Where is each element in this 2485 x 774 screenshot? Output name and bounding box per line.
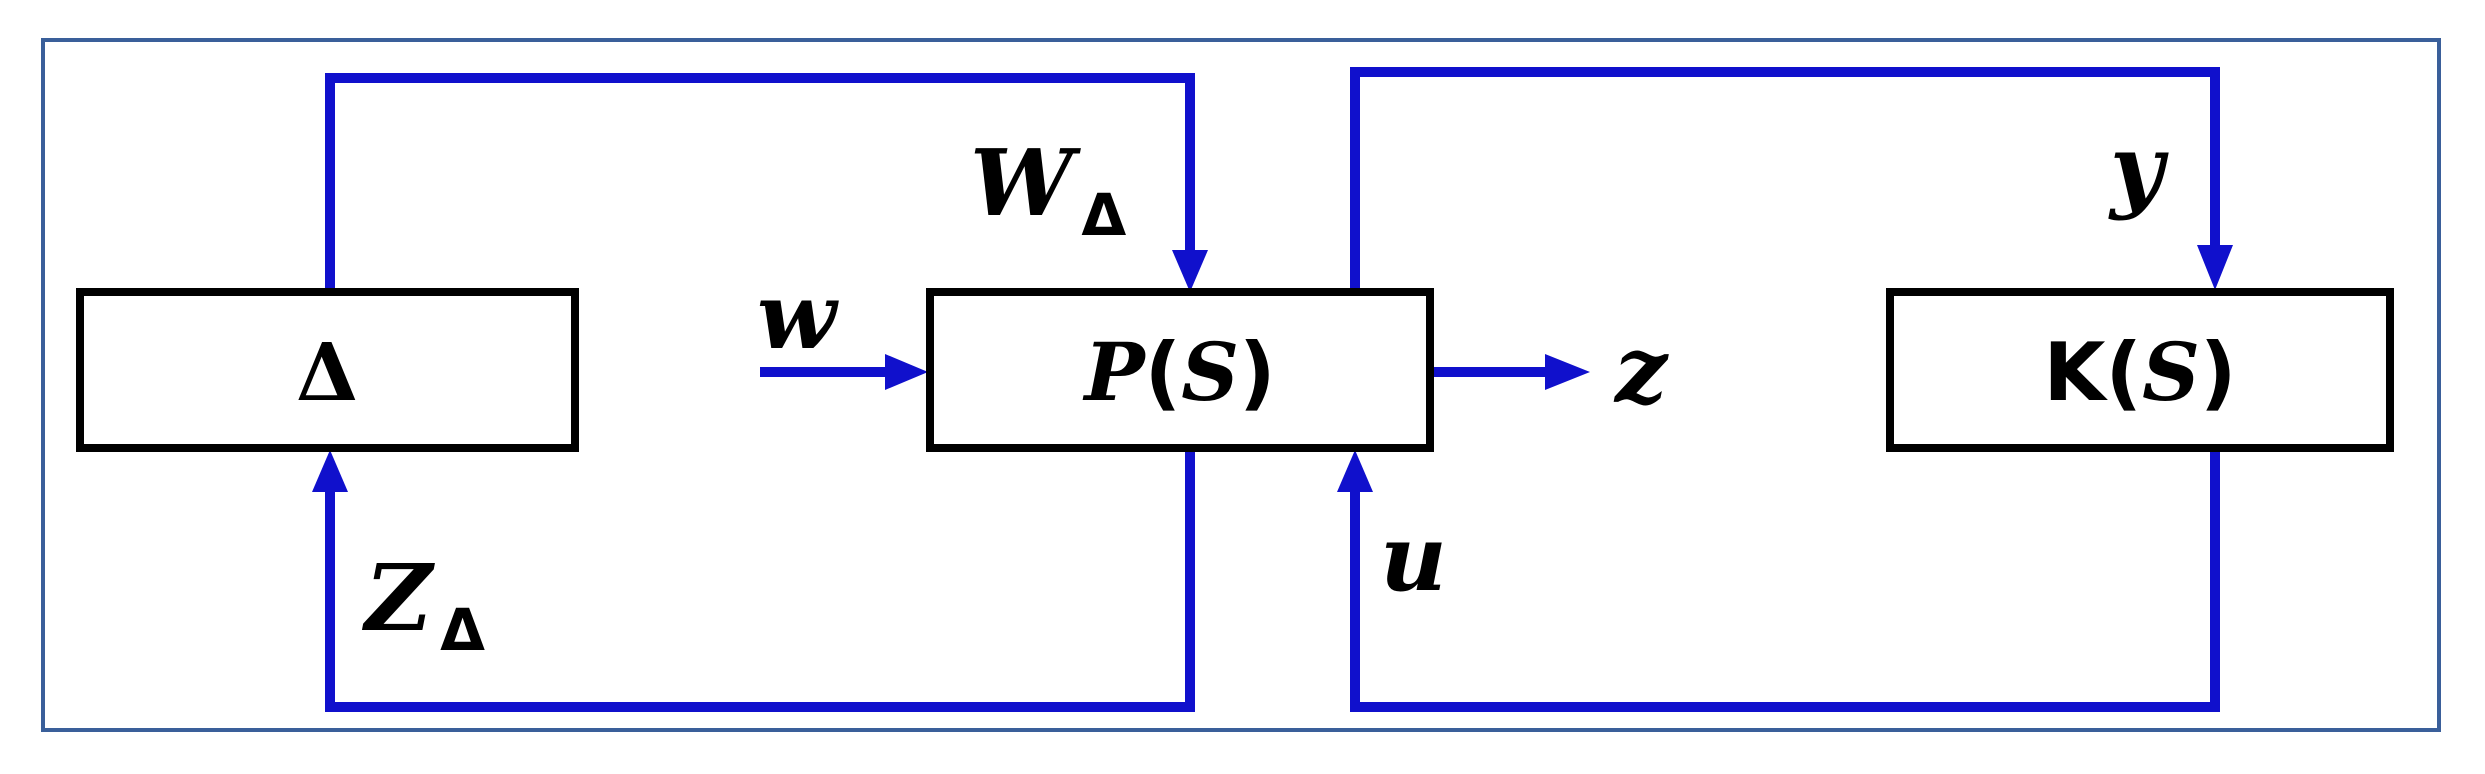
label-w: w — [757, 262, 839, 370]
controller-symbol: K — [2044, 326, 2109, 419]
wire-w-delta — [325, 73, 1195, 292]
arrowhead-w — [885, 354, 928, 390]
arrowhead-w-delta — [1172, 250, 1208, 292]
arrowhead-z-delta — [312, 450, 348, 492]
wire-u — [1350, 448, 2220, 712]
block-controller-label: K(S) — [2044, 325, 2237, 419]
plant-argument: S — [1181, 325, 1239, 419]
label-z-delta-sub: Δ — [440, 596, 485, 664]
block-controller — [1886, 288, 2394, 452]
label-u: u — [1380, 504, 1447, 612]
block-plant — [926, 288, 1434, 452]
block-plant-label: P(S) — [1082, 325, 1275, 419]
controller-open-paren: ( — [2106, 326, 2143, 419]
arrowhead-z — [1545, 354, 1590, 390]
plant-open-paren: ( — [1145, 326, 1182, 419]
plant-close-paren: ) — [1239, 326, 1276, 419]
label-z-delta-main: Z — [361, 544, 435, 652]
plant-symbol: P — [1082, 325, 1147, 419]
wire-z-delta — [325, 448, 1195, 712]
controller-argument: S — [2142, 325, 2200, 419]
label-z: z — [1613, 316, 1669, 424]
block-delta — [76, 288, 579, 452]
label-w-delta-main: W — [970, 129, 1081, 237]
wire-y — [1350, 67, 2220, 292]
label-w-delta-sub: Δ — [1081, 181, 1126, 249]
block-delta-label: Δ — [296, 325, 358, 419]
arrowhead-y — [2197, 245, 2233, 290]
arrowhead-u — [1337, 450, 1373, 492]
controller-close-paren: ) — [2200, 326, 2237, 419]
label-y: y — [2108, 114, 2169, 222]
